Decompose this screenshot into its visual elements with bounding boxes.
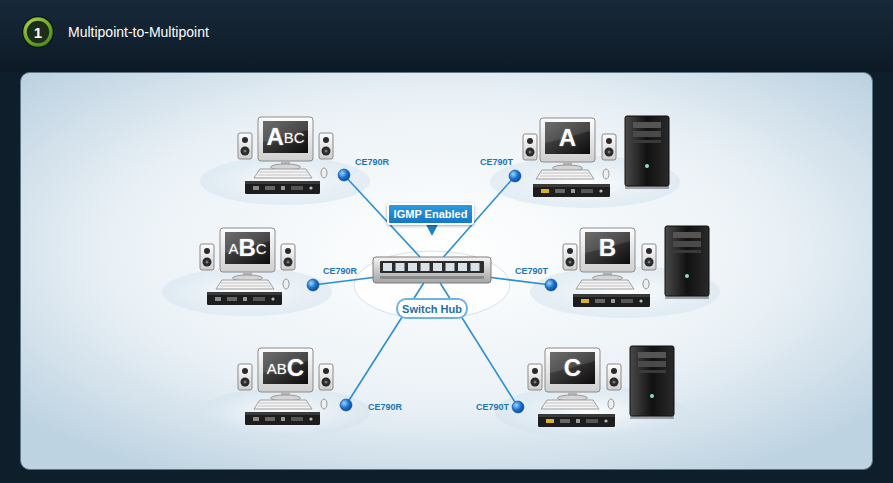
illustration-part	[380, 261, 484, 273]
callout-pointer	[424, 223, 440, 238]
illustration-part	[433, 263, 442, 271]
hub-glow	[354, 251, 510, 319]
callout-number: 1	[24, 18, 52, 46]
receiver-station	[162, 228, 332, 316]
illustration-part	[446, 263, 455, 271]
screen-text: ABC	[263, 352, 308, 384]
network-cable	[491, 277, 551, 285]
hub-label: Switch Hub	[396, 298, 468, 319]
switch-hub: Switch Hub	[373, 257, 491, 283]
transmitter-station	[490, 116, 680, 208]
illustration-part	[458, 263, 467, 271]
computer-station: ACE790T	[515, 114, 670, 196]
device-model-label: CE790R	[355, 157, 389, 167]
header-band	[0, 0, 893, 72]
computer-station: BCE790T	[551, 224, 710, 306]
screen-text: B	[585, 232, 630, 264]
illustration-part	[396, 263, 405, 271]
device-model-label: CE790T	[476, 402, 509, 412]
device-model-label: CE790R	[368, 402, 402, 412]
screen-text: A	[545, 122, 590, 154]
page-title: Multipoint-to-Multipoint	[68, 24, 209, 40]
callout-text: IGMP Enabled	[394, 208, 468, 220]
device-model-label: CE790R	[323, 266, 357, 276]
receiver-station	[200, 117, 370, 205]
computer-station: ABCCE790R	[234, 344, 346, 426]
device-model-label: CE790T	[480, 157, 513, 167]
illustration-part	[421, 263, 430, 271]
screen-text: ABC	[263, 121, 308, 153]
port-dot	[512, 401, 524, 413]
callout-box: IGMP Enabled	[387, 203, 474, 225]
screen-text: C	[550, 352, 595, 384]
illustration-part	[408, 263, 417, 271]
port-dot	[545, 279, 557, 291]
number-badge-shadow	[22, 16, 54, 48]
transmitter-station	[530, 226, 720, 318]
port-dot	[338, 169, 350, 181]
switch-hub-device	[373, 257, 491, 283]
device-model-label: CE790T	[515, 266, 548, 276]
computer-station: ABCCE790R	[234, 113, 344, 195]
network-cable	[313, 277, 373, 285]
receiver-station	[200, 348, 370, 436]
illustration-part	[471, 263, 480, 271]
illustration-part	[380, 276, 484, 279]
port-dot	[509, 170, 521, 182]
illustration-part	[373, 257, 491, 283]
screen-text: ABC	[225, 232, 270, 264]
computer-station: CCE790T	[518, 344, 675, 426]
number-badge	[25, 19, 51, 45]
illustration-part	[383, 263, 392, 271]
content-panel	[21, 73, 873, 470]
port-dot	[307, 279, 319, 291]
computer-station: ABCCE790R	[196, 224, 313, 306]
transmitter-station	[495, 346, 685, 438]
port-dot	[340, 399, 352, 411]
